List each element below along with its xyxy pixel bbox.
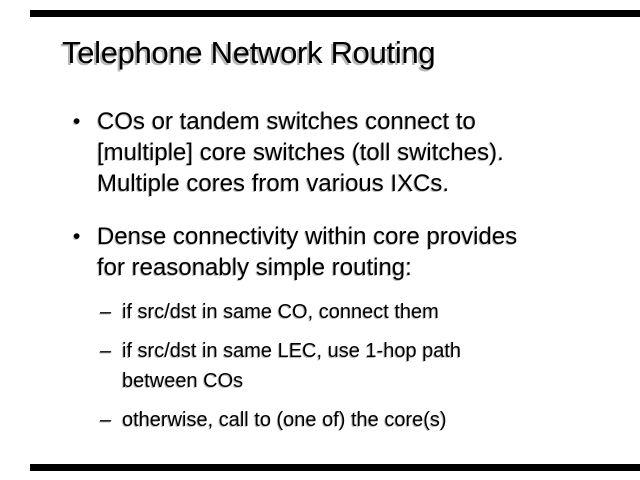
sub-bullet-item: – otherwise, call to (one of) the core(s… xyxy=(73,405,624,435)
slide-title: Telephone Network Routing xyxy=(62,35,436,70)
bottom-rule-bar xyxy=(30,464,640,471)
sub-bullet-text: if src/dst in same LEC, use 1-hop path b… xyxy=(122,336,461,396)
dash-marker: – xyxy=(100,340,112,362)
bullet-text-line: if src/dst in same CO, connect them xyxy=(122,301,439,323)
sub-bullet-text: otherwise, call to (one of) the core(s) xyxy=(122,405,447,435)
bullet-text-line: otherwise, call to (one of) the core(s) xyxy=(122,409,447,431)
dash-marker: – xyxy=(100,301,112,323)
top-rule-bar xyxy=(30,10,640,17)
sub-bullet-item: – if src/dst in same LEC, use 1-hop path… xyxy=(73,336,624,396)
sub-bullet-item: – if src/dst in same CO, connect them xyxy=(73,297,624,327)
bullet-text-line: if src/dst in same LEC, use 1-hop path xyxy=(122,340,462,362)
bullet-item: • Dense connectivity within core provide… xyxy=(73,221,624,283)
bullet-item: • COs or tandem switches connect to [mul… xyxy=(73,106,624,199)
bullet-dot-marker: • xyxy=(73,110,81,133)
bullet-dot-marker: • xyxy=(73,225,81,248)
bullet-text-line: Multiple cores from various IXCs. xyxy=(97,170,450,197)
bullet-text-line: between COs xyxy=(122,370,244,392)
slide-body: • COs or tandem switches connect to [mul… xyxy=(73,106,624,435)
sub-bullet-text: if src/dst in same CO, connect them xyxy=(122,297,439,327)
bullet-text-line: for reasonably simple routing: xyxy=(97,254,412,281)
bullet-text-line: COs or tandem switches connect to xyxy=(97,108,476,135)
bullet-text-line: Dense connectivity within core provides xyxy=(97,223,518,250)
bullet-text: COs or tandem switches connect to [multi… xyxy=(97,106,504,199)
bullet-text-line: [multiple] core switches (toll switches)… xyxy=(97,139,504,166)
dash-marker: – xyxy=(100,409,112,431)
bullet-text: Dense connectivity within core provides … xyxy=(97,221,517,283)
